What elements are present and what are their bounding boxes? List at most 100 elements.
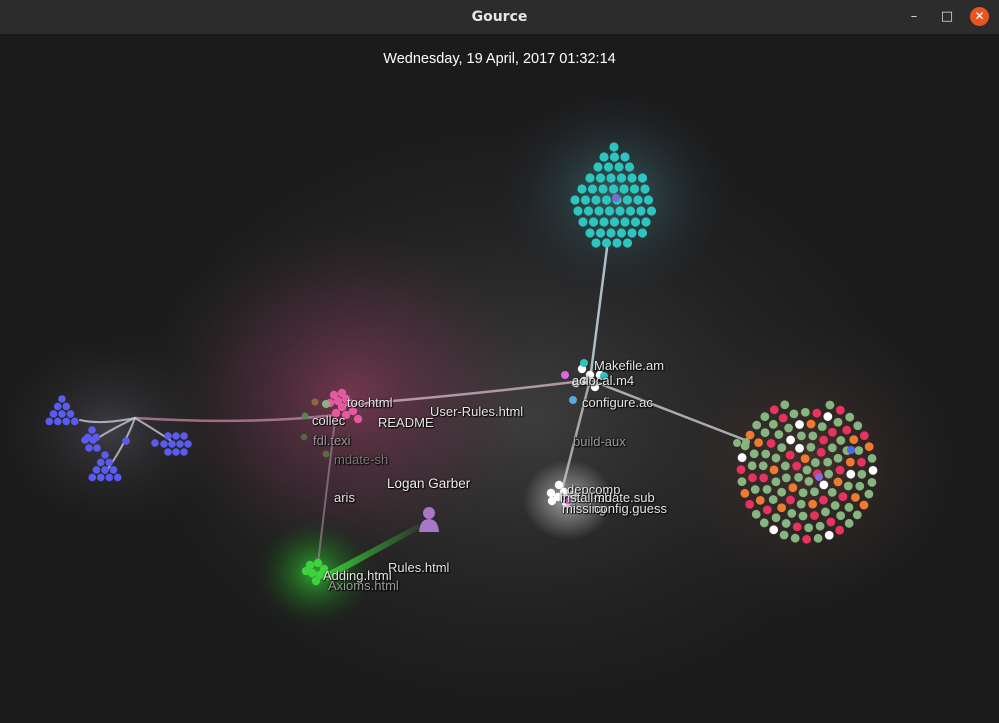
file-node-blue [176,440,184,448]
minimize-button[interactable]: – [910,9,918,24]
user-name-label: Logan Garber [387,476,471,491]
maximize-button[interactable]: □ [940,9,954,24]
file-node-pink [345,398,355,408]
file-node-multi [853,421,863,431]
file-node-teal [627,173,637,183]
file-node-multi [779,530,789,540]
file-node-pink [331,408,341,418]
file-node-teal [591,238,601,248]
window-titlebar[interactable]: Gource – □ ✕ [0,0,999,35]
file-node-teal [604,206,615,216]
file-node-multi [833,477,843,487]
file-node-teal [600,372,608,380]
file-node-blue [62,402,71,411]
file-node-blue [45,417,54,426]
file-node-pink [564,497,572,505]
file-node-teal [622,238,633,248]
file-node-blue [89,436,97,444]
file-node-multi [771,453,781,463]
file-node-multi [760,428,770,438]
file-node-multi [737,453,747,462]
file-node-multi [784,423,793,433]
gource-visualization[interactable]: Wednesday, 19 April, 2017 01:32:14 Makef… [0,35,999,723]
file-node-multi [737,477,747,487]
glow-right [650,315,970,615]
file-label-depcomp: depcomp [567,482,621,497]
file-node-blue [58,395,66,403]
file-node-multi [786,495,795,505]
file-node-multi [774,430,784,439]
file-node-blue [101,451,109,459]
file-node-white [585,370,595,380]
file-node-blue [172,432,180,440]
file-node-multi [830,501,840,510]
file-node-white [554,480,564,490]
file-node-teal [583,206,594,216]
file-node-multi [780,461,790,471]
file-node-teal [627,228,637,238]
file-node-multi [826,517,836,527]
file-node-blue [88,473,97,482]
file-label-config-guess: config.guess [594,501,667,516]
file-node-blue [105,473,114,482]
file-node-multi [771,477,781,487]
file-node-pink [337,388,347,398]
file-node-green [319,564,329,574]
file-node-teal [606,228,616,238]
file-node-white [553,492,563,502]
file-node-teal [622,195,633,205]
file-node-multi [844,518,854,528]
file-node-teal [580,359,588,367]
file-node-multi [843,481,853,491]
file-node-multi [823,457,833,467]
file-node-teal [577,184,587,194]
file-node-green [313,558,323,568]
tree-edges [79,246,747,564]
file-node-multi [748,473,757,483]
file-node-multi [789,409,799,419]
file-node-blue [113,473,122,482]
file-node-multi [835,525,845,535]
file-node-multi [777,503,787,513]
file-node-blue [96,458,105,467]
file-node-multi [766,438,776,448]
file-node-white [579,376,589,386]
close-button[interactable]: ✕ [970,7,989,26]
file-node-multi [819,435,828,445]
file-node-green [322,450,330,458]
file-node-green [323,570,333,580]
file-node-multi [749,449,759,459]
file-node-pink [329,390,339,400]
file-node-multi [740,488,750,498]
file-node-blue [62,417,71,426]
file-node-multi [842,425,852,435]
file-node-teal [594,206,604,216]
file-node-multi [815,521,825,531]
file-node-multi [836,436,846,445]
file-node-pink [353,414,363,424]
file-node-blue [81,436,89,444]
file-node-pink [341,410,351,420]
file-node-multi [868,465,878,475]
file-node-multi [857,457,866,467]
file-node-multi [777,487,787,497]
file-node-blue [85,444,93,452]
file-node-teal [616,228,627,238]
file-node-multi [838,492,848,502]
file-node-blue [160,440,168,448]
file-node-teal [637,173,648,183]
file-node-multi [742,438,750,446]
file-node-multi [851,492,860,502]
file-node-teal [603,162,614,172]
file-node-multi [771,513,781,523]
file-label-user-rules: User-Rules.html [430,404,524,419]
file-node-teal [595,173,606,183]
file-node-multi [854,446,864,455]
file-node-multi [796,499,806,509]
user-action-beam [322,524,420,581]
file-node-teal [609,142,619,152]
user-avatar-icon[interactable] [419,507,439,532]
file-node-multi [781,473,791,483]
file-node-multi [825,400,835,410]
file-node-blue [92,466,101,474]
